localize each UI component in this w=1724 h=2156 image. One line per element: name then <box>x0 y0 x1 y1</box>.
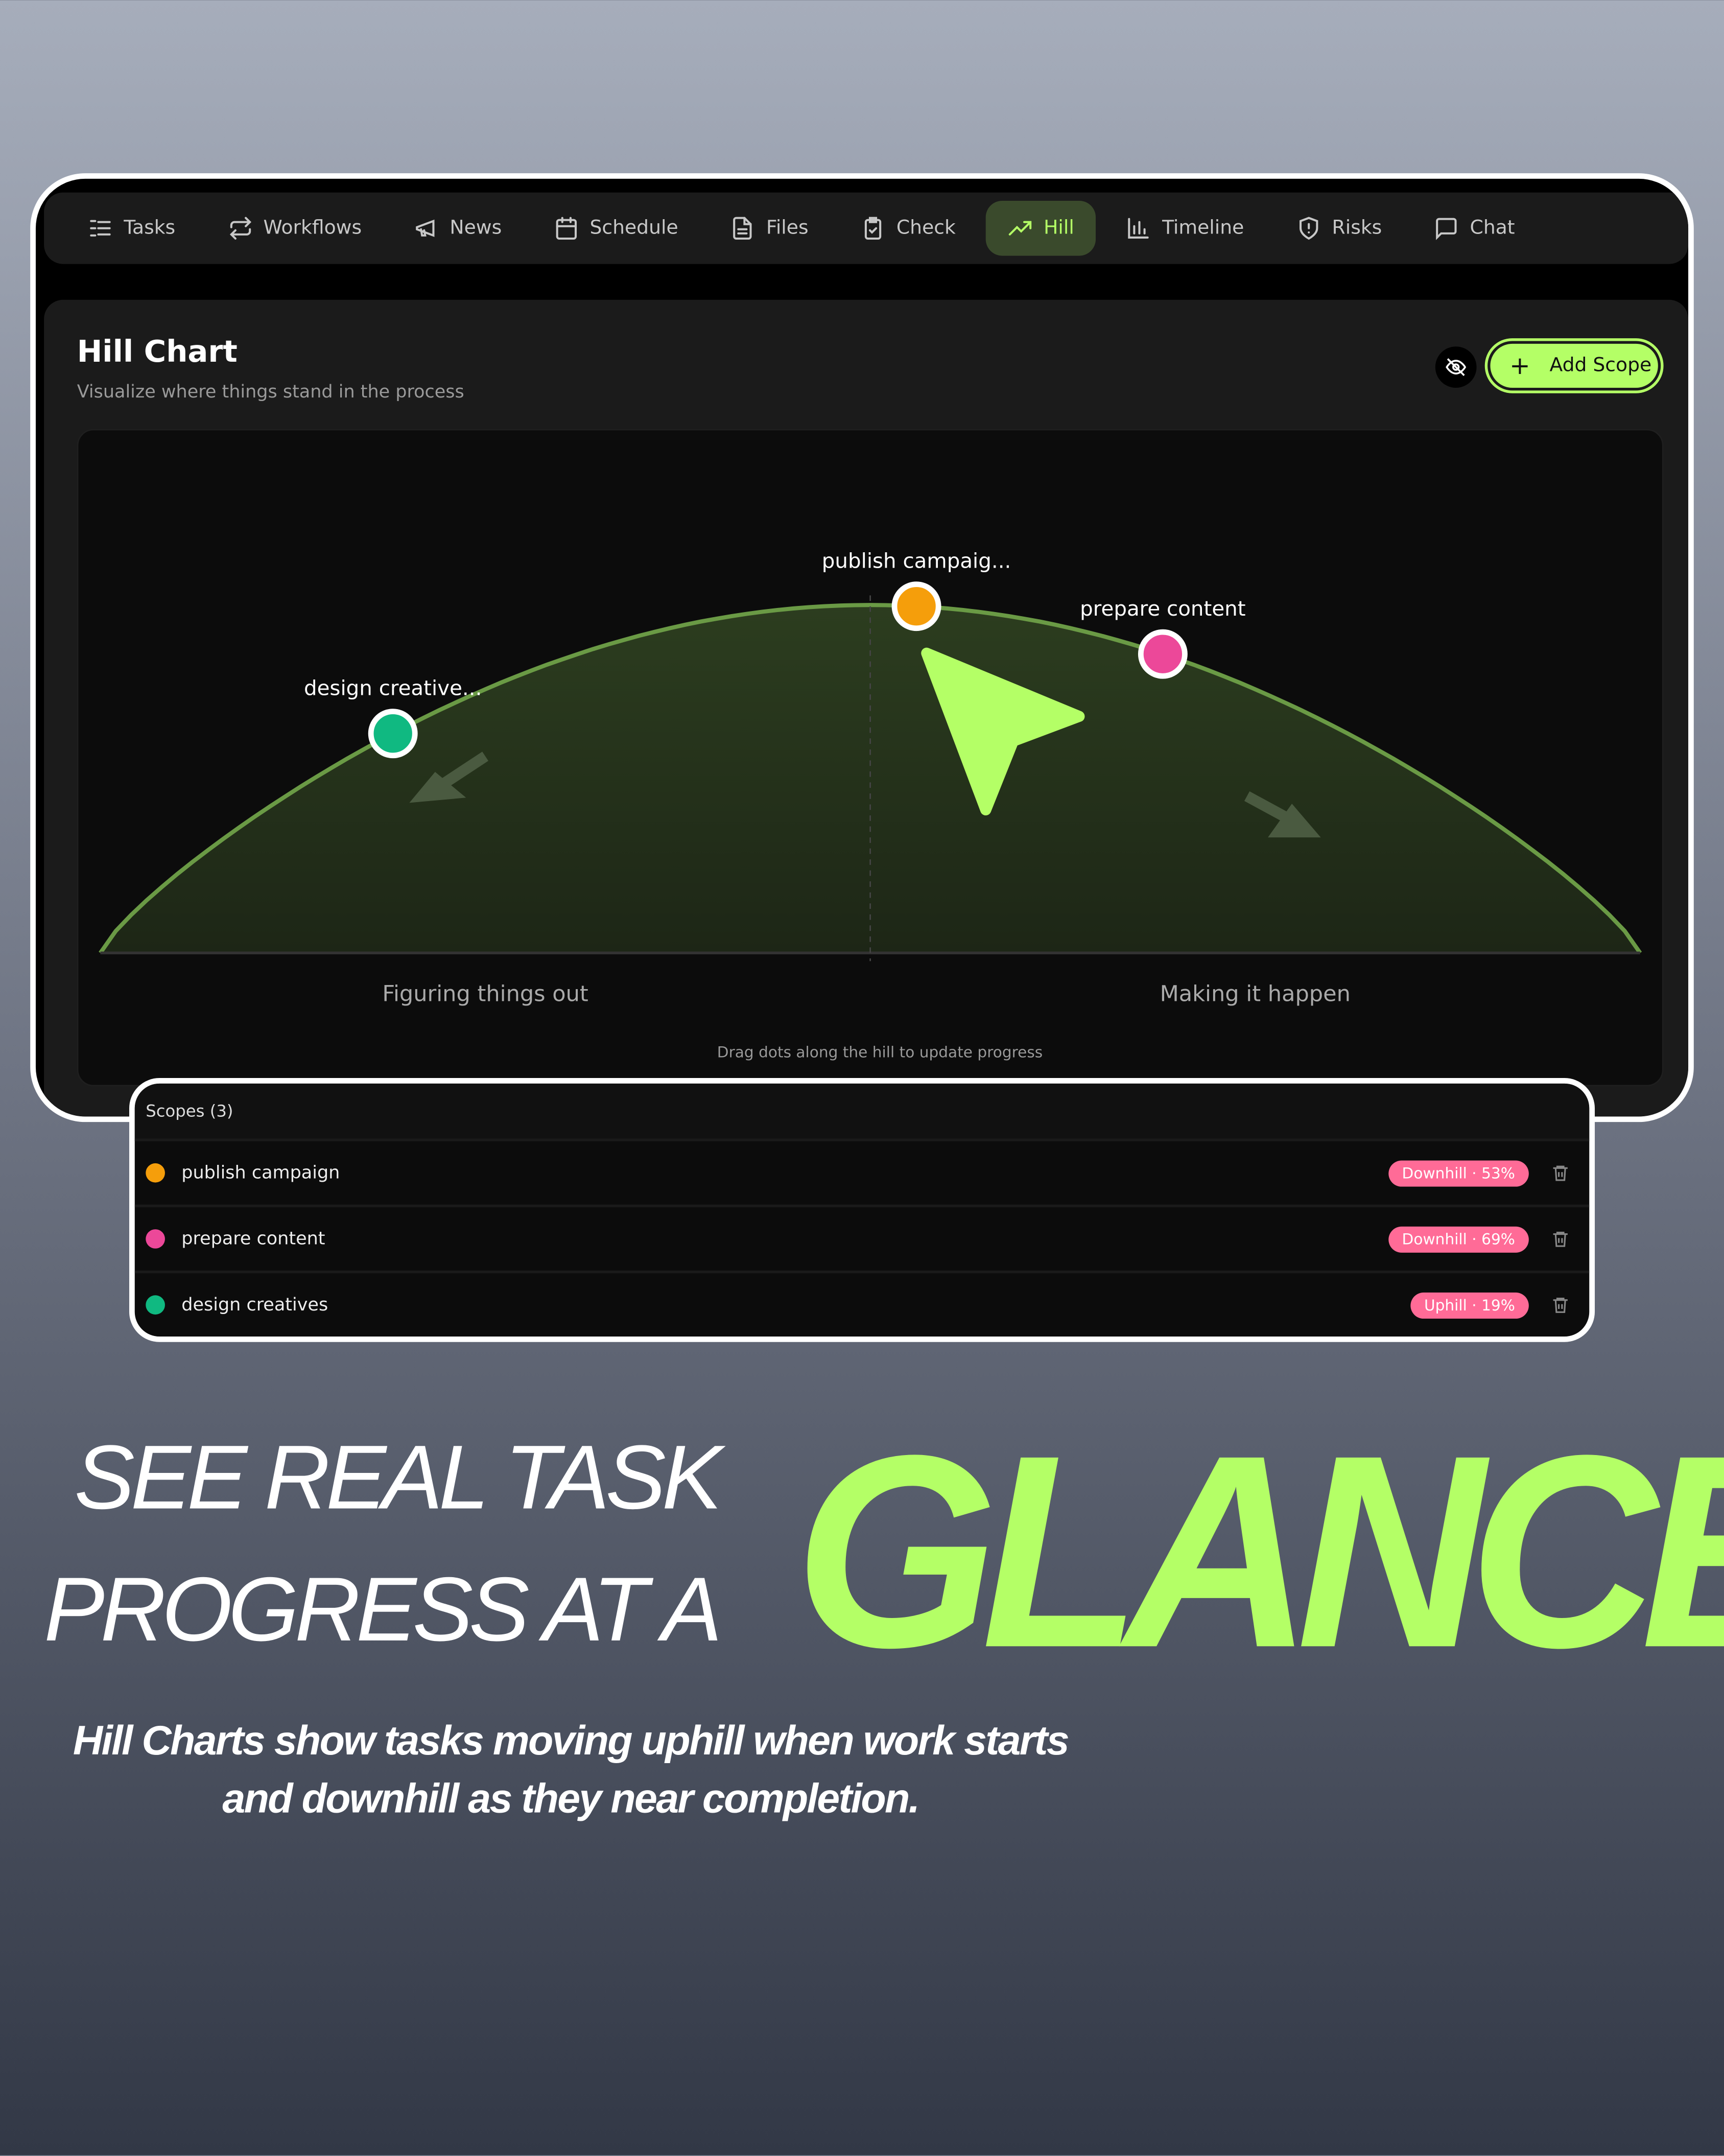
scope-row[interactable]: publish campaign Downhill · 53% <box>134 1141 1590 1208</box>
scopes-list: Scopes (3) publish campaign Downhill · 53… <box>129 1078 1595 1342</box>
trash-icon[interactable] <box>1551 1295 1570 1315</box>
plus-icon: + <box>1509 351 1530 381</box>
tab-label: Check <box>896 217 956 240</box>
tab-workflows[interactable]: Workflows <box>205 201 384 256</box>
hill-dot-label: design creative... <box>304 676 482 700</box>
scope-name: publish campaign <box>181 1162 340 1183</box>
page-subtitle: Visualize where things stand in the proc… <box>77 382 464 403</box>
repeat-icon <box>229 217 251 240</box>
clipboard-check-icon <box>864 217 882 240</box>
tab-check[interactable]: Check <box>839 201 978 256</box>
status-badge: Downhill · 53% <box>1388 1160 1529 1186</box>
x-axis-label: Figuring things out <box>382 981 588 1006</box>
scope-row[interactable]: prepare content Downhill · 69% <box>134 1207 1590 1274</box>
scope-row[interactable]: design creatives Uphill · 19% <box>135 1273 1590 1337</box>
megaphone-icon <box>416 219 435 237</box>
bar-chart-icon <box>1128 218 1149 239</box>
scopes-header: Scopes (3) <box>134 1083 1590 1141</box>
headline-line1: SEE REAL TASK <box>74 1425 722 1528</box>
tab-timeline[interactable]: Timeline <box>1104 201 1266 256</box>
file-text-icon <box>733 217 752 240</box>
scope-name: design creatives <box>181 1294 328 1316</box>
downhill-arrow-icon <box>1244 791 1321 838</box>
status-badge: Uphill · 19% <box>1410 1292 1529 1318</box>
tab-news[interactable]: News <box>392 201 524 256</box>
status-badge: Downhill · 69% <box>1388 1226 1529 1252</box>
add-scope-button[interactable]: + Add Scope <box>1487 341 1661 391</box>
tab-label: Tasks <box>124 217 176 240</box>
tab-schedule[interactable]: Schedule <box>532 201 700 256</box>
list-check-icon <box>90 220 111 237</box>
scope-name: prepare content <box>181 1228 325 1250</box>
headline-line2: PROGRESS AT A <box>44 1558 722 1660</box>
tab-label: Workflows <box>263 217 362 240</box>
page-title: Hill Chart <box>77 335 238 370</box>
tab-chat[interactable]: Chat <box>1412 201 1537 256</box>
hill-dot-label: publish campaig... <box>822 549 1011 573</box>
calendar-icon <box>556 217 577 240</box>
description-line2: and downhill as they near completion. <box>222 1776 920 1822</box>
scope-color-dot <box>146 1295 165 1315</box>
hill-dot[interactable] <box>1138 629 1188 679</box>
message-square-icon <box>1436 218 1457 240</box>
drag-hint: Drag dots along the hill to update progr… <box>717 1044 1043 1061</box>
trash-icon[interactable] <box>1551 1163 1570 1183</box>
description-line1: Hill Charts show tasks moving uphill whe… <box>73 1719 1070 1765</box>
trash-icon[interactable] <box>1551 1229 1570 1249</box>
trending-up-icon <box>1009 221 1032 236</box>
tab-tasks[interactable]: Tasks <box>66 201 197 256</box>
eye-off-icon <box>1446 358 1467 377</box>
tab-label: Risks <box>1332 217 1382 240</box>
add-scope-label: Add Scope <box>1549 355 1652 377</box>
tab-risks[interactable]: Risks <box>1274 201 1404 256</box>
hill-dot-label: prepare content <box>1080 597 1245 621</box>
scope-color-dot <box>146 1229 165 1249</box>
nav-bar: Tasks Workflows News Schedule Files Check Hill… <box>44 192 1689 264</box>
tab-label: Schedule <box>589 217 678 240</box>
tab-label: Files <box>766 217 809 240</box>
hill-chart-svg: design creative... publish campaig... prep… <box>99 549 1642 1061</box>
hill-chart-panel: Hill Chart Visualize where things stand … <box>44 299 1689 1117</box>
tab-label: Hill <box>1044 217 1074 240</box>
hill-dot[interactable] <box>891 581 941 631</box>
tab-label: News <box>450 217 502 240</box>
toggle-visibility-button[interactable] <box>1435 346 1477 388</box>
hill-chart: design creative... publish campaig... prep… <box>77 429 1664 1087</box>
hill-curve <box>99 603 1642 954</box>
shield-alert-icon <box>1299 217 1318 240</box>
tab-label: Chat <box>1470 217 1515 240</box>
cursor-pointer-icon <box>921 647 1085 816</box>
tab-label: Timeline <box>1162 217 1244 240</box>
tab-hill[interactable]: Hill <box>986 200 1096 256</box>
tab-files[interactable]: Files <box>709 201 831 256</box>
headline-highlight: GLANCE <box>794 1399 1724 1706</box>
x-axis-label: Making it happen <box>1160 981 1351 1006</box>
uphill-arrow-icon <box>409 752 488 803</box>
hill-area <box>100 605 1640 953</box>
scope-color-dot <box>146 1163 165 1183</box>
hill-dot[interactable] <box>368 709 418 759</box>
